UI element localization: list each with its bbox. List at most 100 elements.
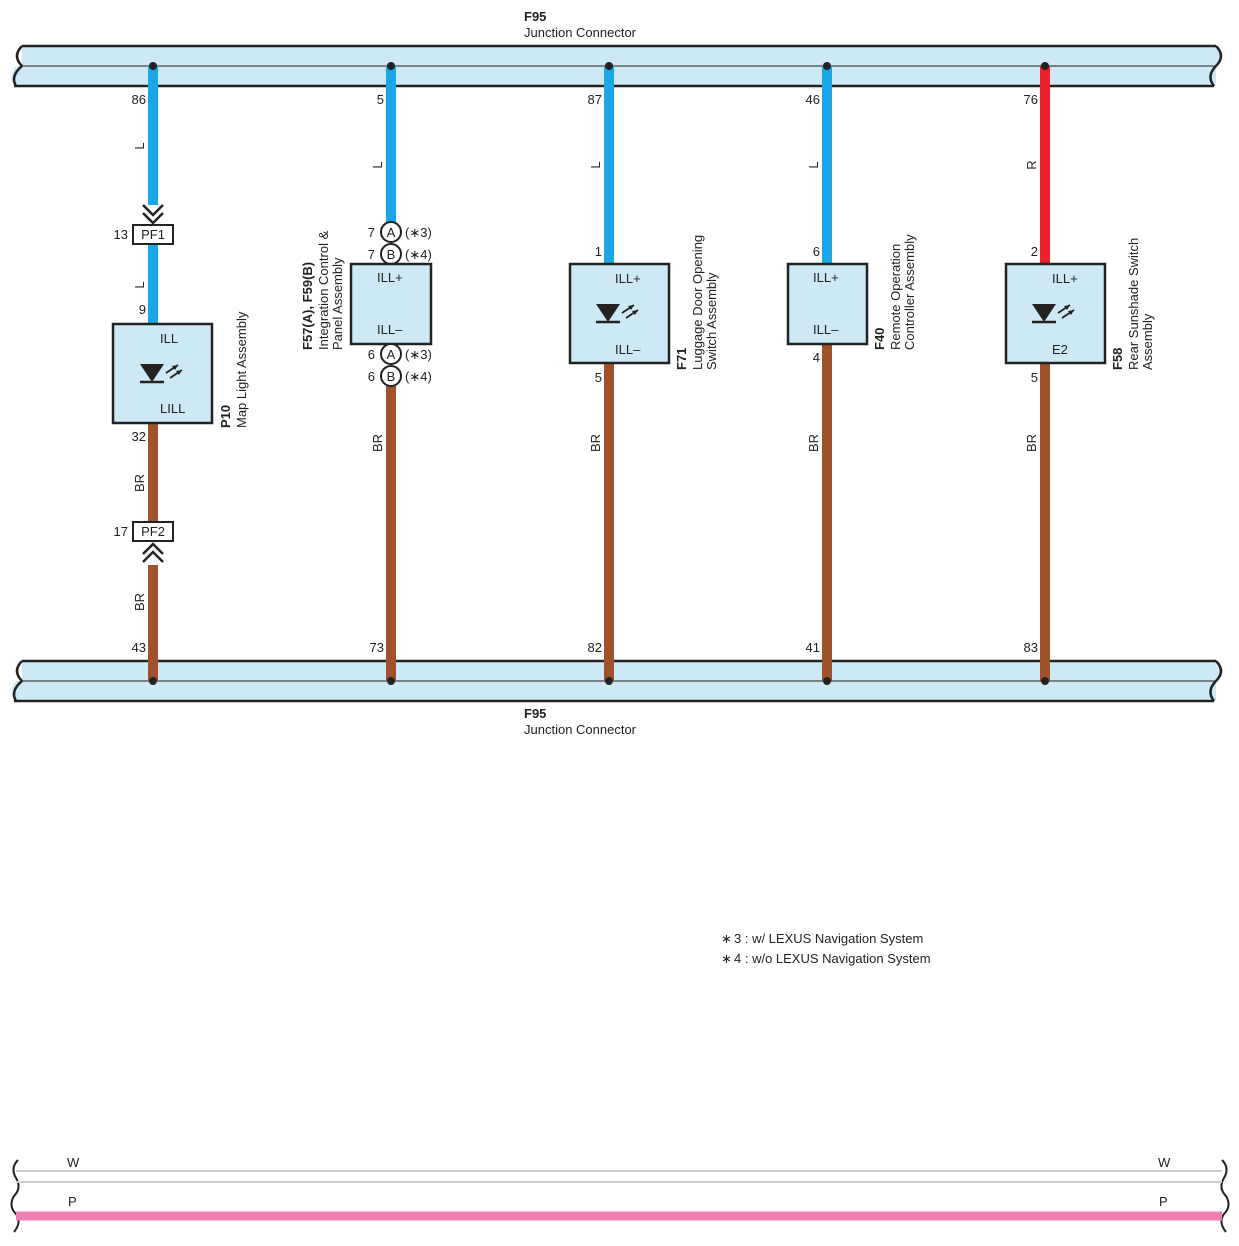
pin-bottom: 41 (806, 640, 820, 655)
component-f40 (786, 262, 869, 346)
wire-code: BR (806, 434, 821, 452)
junction-pf2 (132, 521, 174, 542)
component-name-line2: Switch Assembly (704, 272, 719, 370)
circuit-map-light: PF1 13 PF2 17 ILL LILL 86 9 32 43 L L BR… (111, 66, 249, 681)
pin-comp-top: 6 (813, 244, 820, 259)
wire-code: BR (1024, 434, 1039, 452)
note-mark: ∗ (721, 931, 732, 946)
continuation-wires: W W P P (10, 1155, 1230, 1233)
junction-pf1 (132, 224, 174, 245)
top-bus-code: F95 (524, 9, 546, 24)
top-bus-name: Junction Connector (524, 25, 637, 40)
component-name-line2: Assembly (1140, 313, 1155, 370)
component-code: F40 (872, 328, 887, 350)
wire-code: L (132, 281, 147, 288)
pin-comp-bottom: 5 (1031, 370, 1038, 385)
terminal-lill: LILL (160, 401, 185, 416)
circuit-remote-operation: ILL+ ILL– 46 6 4 41 L BR F40 Remote Oper… (786, 66, 917, 681)
pin-comp-top: 1 (595, 244, 602, 259)
note-text: 4 : w/o LEXUS Navigation System (734, 951, 931, 966)
component-name-line1: Rear Sunshade Switch (1126, 238, 1141, 370)
pin: 7 (368, 247, 375, 262)
pin-top: 5 (377, 92, 384, 107)
component-name: Map Light Assembly (234, 311, 249, 428)
terminal-ill-plus: ILL+ (1052, 271, 1078, 286)
component-f71 (568, 262, 671, 365)
option-b-top: B (387, 247, 396, 262)
option-note: (∗4) (405, 369, 432, 384)
component-f57-f59 (349, 262, 433, 346)
pin-comp-bottom: 4 (813, 350, 820, 365)
option-a-bottom: A (387, 347, 396, 362)
wire-code: L (806, 161, 821, 168)
pin-bottom: 43 (132, 640, 146, 655)
terminal-ill-plus: ILL+ (377, 270, 403, 285)
wire-code: BR (132, 474, 147, 492)
option-note: (∗4) (405, 247, 432, 262)
junction-pf2-pin: 17 (114, 524, 128, 539)
option-note: (∗3) (405, 347, 432, 362)
junction-pf1-pin: 13 (114, 227, 128, 242)
pin: 6 (368, 347, 375, 362)
bottom-bus-code: F95 (524, 706, 546, 721)
terminal-ill-minus: ILL– (813, 322, 839, 337)
pin-comp-bottom: 32 (132, 429, 146, 444)
pin-comp-top: 9 (139, 302, 146, 317)
footnotes: ∗ 3 : w/ LEXUS Navigation System ∗ 4 : w… (721, 931, 931, 966)
terminal-ill: ILL (160, 331, 178, 346)
pin-bottom: 73 (370, 640, 384, 655)
wire-code: BR (588, 434, 603, 452)
component-code: F57(A), F59(B) (300, 262, 315, 350)
wire-code: BR (370, 434, 385, 452)
junction-pf2-label: PF2 (141, 524, 165, 539)
component-code: F71 (674, 348, 689, 370)
component-p10 (111, 322, 214, 425)
pin-top: 86 (132, 92, 146, 107)
terminal-e2: E2 (1052, 342, 1068, 357)
pink-wire-label-left: P (68, 1194, 77, 1209)
terminal-ill-minus: ILL– (615, 342, 641, 357)
note-mark: ∗ (721, 951, 732, 966)
option-note: (∗3) (405, 225, 432, 240)
pin: 6 (368, 369, 375, 384)
component-name-line2: Controller Assembly (902, 234, 917, 350)
component-code: F58 (1110, 348, 1125, 370)
component-name-line1: Remote Operation (888, 244, 903, 350)
pin: 7 (368, 225, 375, 240)
component-name-line1: Integration Control & (316, 230, 331, 350)
pin-bottom: 82 (588, 640, 602, 655)
circuit-luggage-door: ILL+ ILL– 87 1 5 82 L BR F71 Luggage Doo… (568, 66, 719, 681)
wire-code: L (588, 161, 603, 168)
circuit-rear-sunshade: ILL+ E2 76 2 5 83 R BR F58 Rear Sunshade… (1004, 66, 1155, 681)
chevron-down-icon (142, 204, 164, 217)
component-name-line2: Panel Assembly (330, 257, 345, 350)
option-a-top: A (387, 225, 396, 240)
terminal-ill-plus: ILL+ (813, 270, 839, 285)
circuit-integration-control: A B 7 7 (∗3) (∗4) ILL+ ILL– A B 6 6 (∗3)… (300, 66, 433, 681)
pin-top: 76 (1024, 92, 1038, 107)
white-wire-label-left: W (67, 1155, 80, 1170)
terminal-ill-plus: ILL+ (615, 271, 641, 286)
component-name-line1: Luggage Door Opening (690, 235, 705, 370)
terminal-ill-minus: ILL– (377, 322, 403, 337)
pin-top: 46 (806, 92, 820, 107)
white-wire-label-right: W (1158, 1155, 1171, 1170)
pin-comp-bottom: 5 (595, 370, 602, 385)
pin-top: 87 (588, 92, 602, 107)
wire-code: BR (132, 593, 147, 611)
option-b-bottom: B (387, 369, 396, 384)
top-junction-bus (11, 44, 1223, 88)
wire-code: L (132, 142, 147, 149)
wire-code: L (370, 161, 385, 168)
junction-pf1-label: PF1 (141, 227, 165, 242)
pink-wire-label-right: P (1159, 1194, 1168, 1209)
chevron-up-icon (142, 550, 164, 563)
component-f58 (1004, 262, 1107, 365)
pin-comp-top: 2 (1031, 244, 1038, 259)
wire-code: R (1024, 160, 1039, 169)
splice-dots (149, 62, 1049, 685)
bottom-junction-bus (11, 659, 1223, 703)
pin-bottom: 83 (1024, 640, 1038, 655)
component-code: P10 (218, 405, 233, 428)
